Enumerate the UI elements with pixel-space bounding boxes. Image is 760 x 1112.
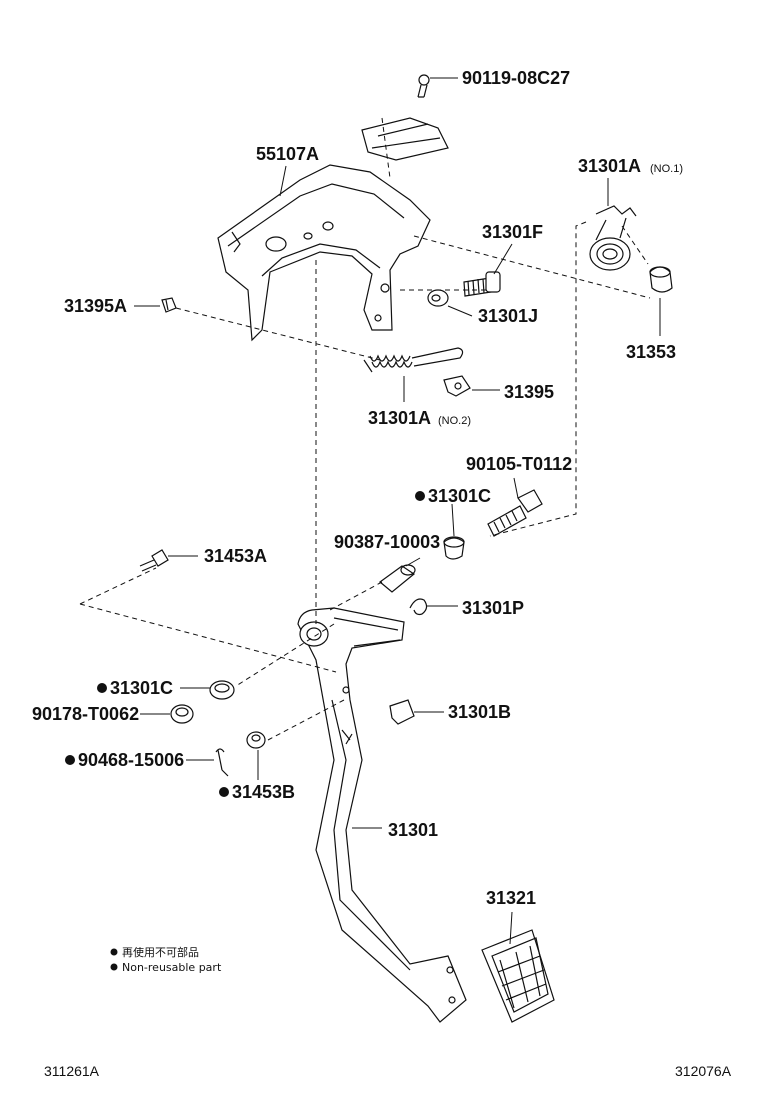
label-31453a: 31453A: [204, 546, 267, 566]
label-31395: 31395: [504, 382, 554, 402]
label-31301c-mid: 31301C: [110, 678, 173, 698]
label-31453b: 31453B: [232, 782, 295, 802]
bolt-90119-drawing: [417, 74, 430, 98]
clip-31395a-drawing: [161, 297, 177, 313]
leader-lines: [134, 77, 661, 945]
label-31353: 31353: [626, 342, 676, 362]
label-31301b: 31301B: [448, 702, 511, 722]
bushing-31453b-drawing: [246, 731, 266, 749]
non-reusable-dot-31301c-top: [415, 491, 425, 501]
bushing-31301c-mid-drawing: [209, 680, 235, 700]
label-31301a-no2-suffix: (NO.2): [438, 415, 471, 427]
collar-31353-drawing: [649, 266, 673, 293]
label-90387-10003: 90387-10003: [334, 532, 440, 552]
bolt-90105-drawing: [487, 489, 543, 537]
footer-right-code: 312076A: [675, 1063, 732, 1079]
label-31301a-no1-suffix: (NO.1): [650, 163, 683, 175]
bracket-55107a-drawing: [217, 117, 449, 342]
label-90105-t0112: 90105-T0112: [466, 454, 572, 474]
non-reusable-dot-90468: [65, 755, 75, 765]
bolt-31301f-drawing: [463, 271, 501, 297]
clip-31301p-drawing: [409, 598, 428, 616]
nut-90178-drawing: [170, 704, 194, 724]
label-31301p: 31301P: [462, 598, 524, 618]
label-31301f: 31301F: [482, 222, 543, 242]
bolt-31453a-drawing: [139, 549, 169, 572]
bushing-31301j-drawing: [427, 289, 449, 307]
stopper-31301b-drawing: [389, 699, 415, 725]
label-31301c-top: 31301C: [428, 486, 491, 506]
label-90119-08c27: 90119-08C27: [462, 68, 570, 88]
label-55107a: 55107A: [256, 144, 319, 164]
label-31321: 31321: [486, 888, 536, 908]
label-90178-t0062: 90178-T0062: [32, 704, 139, 724]
bushing-31301c-top-drawing: [443, 536, 465, 560]
pin-90387-drawing: [379, 564, 416, 593]
spring-31301a-no1-drawing: [589, 205, 637, 271]
label-31301a-no1: 31301A: [578, 156, 641, 176]
non-reusable-dot-31453b: [219, 787, 229, 797]
spring-31301a-no2-drawing: [363, 347, 464, 373]
footer-left-code: 311261A: [44, 1063, 100, 1079]
legend-dot-ja: [110, 948, 118, 956]
pedal-pad-31321-drawing: [481, 929, 555, 1023]
label-31301j: 31301J: [478, 306, 538, 326]
label-90468-15006: 90468-15006: [78, 750, 184, 770]
legend-text-en: Non-reusable part: [122, 961, 222, 974]
non-reusable-dot-31301c-mid: [97, 683, 107, 693]
label-31301a-no2: 31301A: [368, 408, 431, 428]
pin-90468-drawing: [215, 748, 229, 777]
legend-text-ja: 再使用不可部品: [122, 945, 199, 959]
clip-31395-drawing: [443, 375, 471, 397]
label-31301: 31301: [388, 820, 438, 840]
assembly-lines: [79, 117, 651, 741]
legend-dot-en: [110, 963, 118, 971]
pedal-arm-31301-drawing: [297, 607, 467, 1023]
label-31395a: 31395A: [64, 296, 127, 316]
